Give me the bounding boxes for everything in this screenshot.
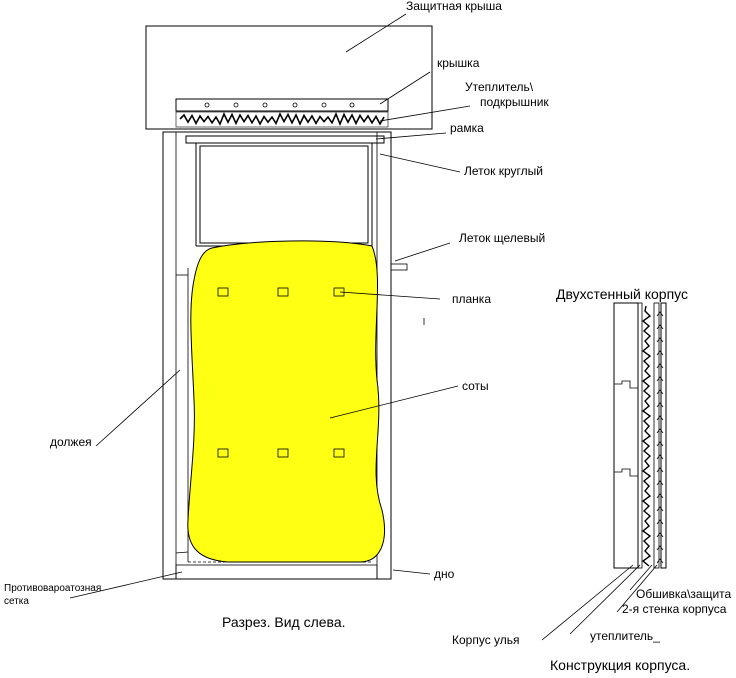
frame-honey xyxy=(199,145,369,244)
protective-roof xyxy=(145,25,433,130)
label-comb: соты xyxy=(462,379,489,393)
bottom-board xyxy=(175,564,378,580)
label-chisel: должея xyxy=(50,435,92,449)
label-mesh-2: сетка xyxy=(4,596,29,607)
label-second-wall: 2-я стенка корпуса xyxy=(622,602,727,616)
wall-construction-detail xyxy=(613,302,667,569)
insulation-pad xyxy=(175,111,389,128)
slot-entrance xyxy=(390,263,408,271)
label-hive-body: Корпус улья xyxy=(452,633,520,647)
label-bottom: дно xyxy=(434,567,455,581)
label-cladding: Обшивка\защита xyxy=(636,587,732,601)
comb xyxy=(187,240,386,563)
plank-slots-bottom xyxy=(217,448,345,458)
double-wall-title: Двухстенный корпус xyxy=(556,286,688,302)
label-insulation-2: подкрышник xyxy=(480,95,549,109)
left-wall xyxy=(162,131,177,580)
label-plank: планка xyxy=(452,292,491,306)
frame-top-bar xyxy=(185,135,385,144)
label-lid: крышка xyxy=(437,56,480,70)
right-wall xyxy=(376,131,392,580)
detail-leader-lines xyxy=(541,564,658,641)
label-frame: рамка xyxy=(450,121,484,135)
lid xyxy=(175,98,389,112)
label-roof: Защитная крыша xyxy=(406,0,502,13)
construction-title: Конструкция корпуса. xyxy=(550,657,690,673)
label-insulation-small: утеплитель_ xyxy=(590,629,660,643)
label-insulation-1: Утеплитель\ xyxy=(465,80,534,94)
label-slot-entrance: Леток щелевый xyxy=(459,231,545,245)
label-round-entrance: Леток круглый xyxy=(464,164,543,178)
lid-holes xyxy=(204,102,355,108)
section-title: Разрез. Вид слева. xyxy=(222,614,346,630)
leader-lines xyxy=(69,13,471,599)
label-mesh-1: Противовароатозная xyxy=(4,583,101,594)
